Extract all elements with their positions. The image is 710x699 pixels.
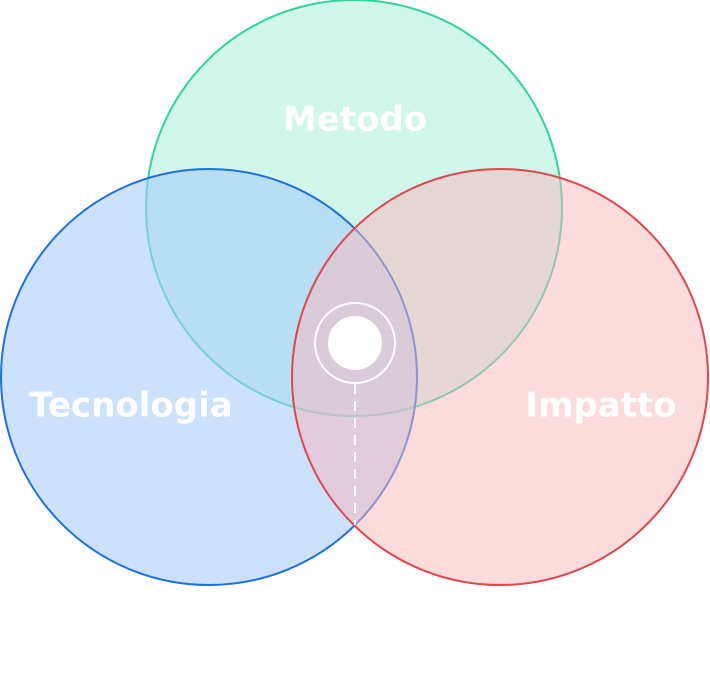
center-dot [328, 316, 382, 370]
circle-impatto [291, 168, 709, 586]
label-metodo: Metodo [283, 100, 427, 140]
label-impact-by-design: Impact by design [220, 658, 511, 693]
center-ring [314, 302, 396, 384]
label-impatto: Impatto [525, 386, 676, 426]
label-tecnologia: Tecnologia [29, 386, 232, 426]
